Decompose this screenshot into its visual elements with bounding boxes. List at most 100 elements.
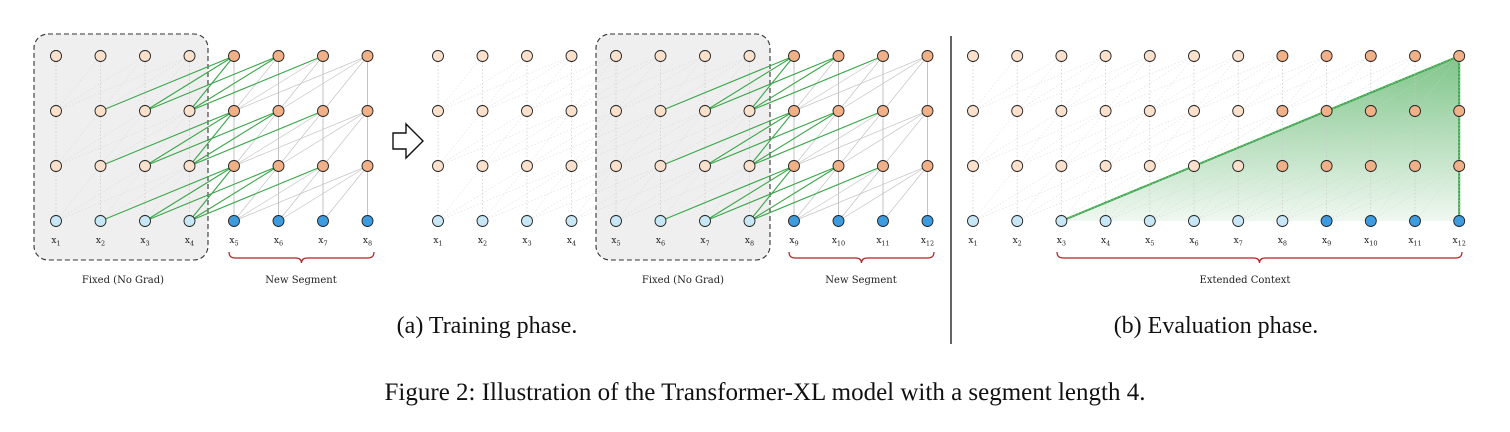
hidden-node (1011, 105, 1024, 117)
hidden-node (1320, 160, 1333, 172)
gray-edge (882, 55, 928, 112)
input-node (317, 215, 329, 227)
hidden-node (1099, 105, 1112, 117)
gray-edge (660, 165, 706, 222)
hidden-node (1364, 105, 1377, 117)
fixed-box-2 (595, 33, 771, 261)
token-label: x5 (229, 236, 238, 248)
hidden-node (1099, 160, 1112, 172)
input-node (1011, 215, 1024, 227)
gray-edge (1061, 165, 1195, 222)
gray-edge (1193, 110, 1239, 167)
gray-edge (571, 110, 617, 167)
token-label: x5 (611, 236, 620, 248)
gray-edge (55, 165, 101, 222)
hidden-node (699, 50, 711, 62)
gray-edge (571, 55, 617, 112)
token-label: x1 (433, 236, 442, 248)
token-label: x1 (51, 236, 60, 248)
token-label: x3 (1057, 236, 1066, 248)
hidden-node (699, 160, 711, 172)
hidden-node (877, 105, 889, 117)
gray-edge (1061, 55, 1106, 112)
hidden-node (832, 105, 845, 117)
gray-edge (1105, 165, 1239, 222)
token-label: x4 (1101, 236, 1110, 248)
gray-edge (437, 165, 572, 222)
hidden-node (565, 105, 578, 117)
hidden-node (1276, 160, 1289, 172)
training-caption: (a) Training phase. (397, 313, 578, 339)
token-label: x8 (1278, 236, 1287, 248)
gray-edge (838, 55, 928, 112)
gray-edge (972, 55, 1106, 112)
gray-edge (1017, 110, 1150, 167)
gray-edge (1326, 55, 1371, 112)
fixed-box-1 (33, 33, 209, 261)
gray-edge (615, 165, 661, 222)
hidden-node (1143, 160, 1156, 172)
gray-edge (1193, 110, 1327, 167)
gray-edge (526, 165, 661, 222)
gray-edge (526, 55, 661, 112)
green-edge (704, 55, 839, 112)
hidden-node (921, 160, 934, 172)
gray-edge (1105, 55, 1150, 112)
input-node (1453, 215, 1466, 227)
input-node (1364, 215, 1377, 227)
gray-edge (1282, 165, 1327, 222)
hidden-node (183, 105, 196, 117)
hidden-node (1232, 160, 1245, 172)
green-edge (704, 165, 795, 222)
extended-context-label: Extended Context (1200, 275, 1291, 286)
gray-edge (526, 110, 661, 167)
input-node (521, 215, 533, 227)
gray-edge (1193, 55, 1239, 112)
gray-edge (100, 110, 146, 167)
gray-edge (233, 55, 324, 112)
gray-edge (100, 165, 146, 222)
gray-edge (838, 165, 928, 222)
token-label: x8 (363, 236, 372, 248)
green-edge (144, 110, 235, 167)
gray-edge (1061, 110, 1106, 167)
hidden-node (1143, 50, 1156, 62)
hidden-node (228, 105, 240, 117)
gray-edge (55, 110, 101, 167)
hidden-node (139, 50, 151, 62)
gray-edge (322, 55, 368, 112)
hidden-node (565, 160, 578, 172)
gray-edge (615, 110, 661, 167)
gray-edge (437, 55, 572, 112)
gray-edge (100, 55, 146, 112)
hidden-node (432, 105, 444, 117)
gray-edge (1105, 55, 1239, 112)
input-node (788, 215, 800, 227)
hidden-node (139, 160, 151, 172)
hidden-node (654, 50, 667, 62)
green-edge (189, 110, 279, 167)
gray-edge (233, 110, 368, 167)
gray-edge (1414, 165, 1460, 222)
gray-edge (1282, 55, 1416, 112)
gray-edge (233, 55, 368, 112)
gray-edge (793, 110, 884, 167)
input-node (610, 215, 622, 227)
gray-edge (278, 110, 368, 167)
hidden-node (1364, 50, 1377, 62)
gray-edge (1238, 110, 1371, 167)
gray-edge (322, 165, 368, 222)
green-edge (144, 55, 279, 112)
new-segment-label-1: New Segment (265, 275, 336, 286)
hidden-node (317, 160, 329, 172)
hidden-node (877, 160, 889, 172)
token-label: x3 (522, 236, 531, 248)
token-label: x5 (1145, 236, 1154, 248)
gray-edge (437, 55, 483, 112)
green-edge (100, 165, 235, 222)
input-node (1409, 215, 1421, 227)
token-label: x10 (832, 236, 845, 248)
node-grid (50, 50, 1466, 227)
gray-edge (437, 110, 483, 167)
